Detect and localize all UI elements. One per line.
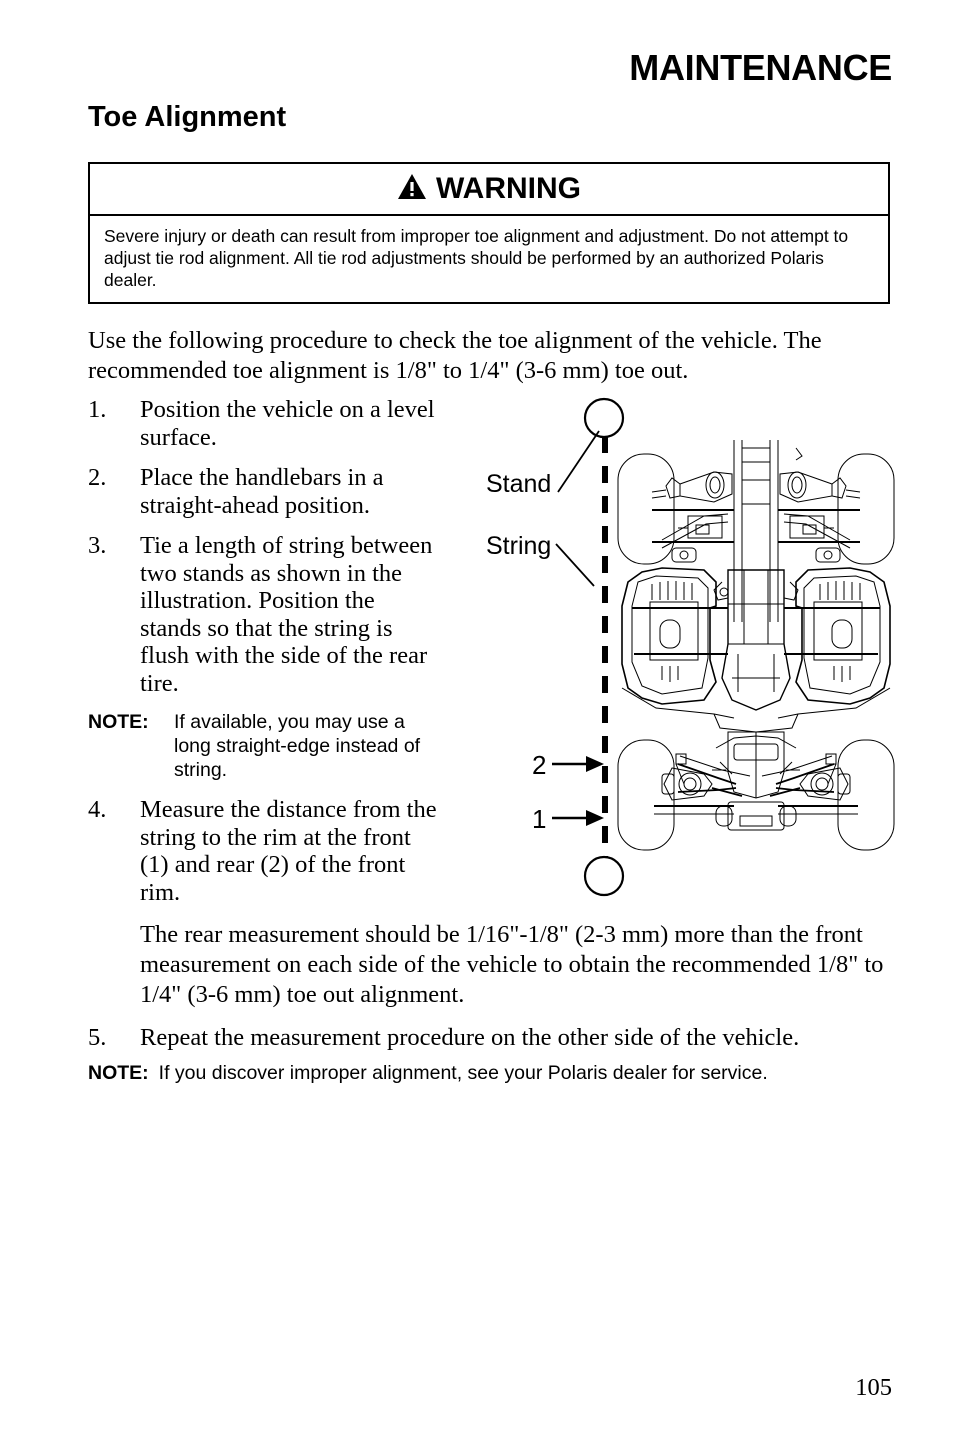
note-block: NOTE: If you discover improper alignment… bbox=[88, 1061, 888, 1085]
note-text: If available, you may use a long straigh… bbox=[174, 711, 421, 781]
note-text: If you discover improper alignment, see … bbox=[158, 1062, 768, 1084]
list-item-text: Tie a length of string between two stand… bbox=[140, 532, 433, 697]
note-label: NOTE: bbox=[88, 711, 149, 733]
front-left-tire bbox=[617, 739, 675, 851]
stand-label: Stand bbox=[486, 470, 551, 498]
list-item-number: 3. bbox=[88, 532, 107, 559]
warning-triangle-icon bbox=[397, 173, 427, 205]
callout-1-label: 1 bbox=[532, 804, 546, 834]
list-item-text: Place the handlebars in a straight-ahead… bbox=[140, 464, 384, 519]
list-item-number: 2. bbox=[88, 464, 107, 491]
stand-circle-top bbox=[583, 397, 625, 439]
front-right-tire bbox=[837, 739, 895, 851]
list-item-text: Position the vehicle on a level surface. bbox=[140, 396, 435, 451]
warning-box: WARNING Severe injury or death can resul… bbox=[88, 162, 890, 304]
list-item-number: 1. bbox=[88, 396, 107, 423]
toe-alignment-illustration: Stand String 2 1 bbox=[466, 392, 906, 912]
list-item: 1. Position the vehicle on a level surfa… bbox=[88, 396, 440, 451]
warning-header: WARNING bbox=[90, 164, 888, 216]
string-leader-line bbox=[555, 543, 595, 587]
procedure-list-narrow: 1. Position the vehicle on a level surfa… bbox=[88, 396, 440, 919]
note-label: NOTE: bbox=[88, 1062, 149, 1084]
intro-paragraph: Use the following procedure to check the… bbox=[88, 327, 822, 384]
chapter-title: MAINTENANCE bbox=[629, 47, 892, 88]
note-block: NOTE: If available, you may use a long s… bbox=[88, 710, 440, 782]
callout-2-arrow-head bbox=[586, 756, 604, 772]
stand-circle-bottom bbox=[583, 855, 625, 897]
stand-leader-line bbox=[557, 430, 600, 493]
callout-2-label: 2 bbox=[532, 750, 546, 780]
page-number: 105 bbox=[855, 1374, 892, 1401]
warning-body-text: Severe injury or death can result from i… bbox=[104, 226, 849, 290]
list-item: 2. Place the handlebars in a straight-ah… bbox=[88, 464, 440, 519]
callout-1-arrow-head bbox=[586, 810, 604, 826]
warning-label: WARNING bbox=[436, 172, 581, 205]
step4-continued-text: The rear measurement should be 1/16"-1/8… bbox=[140, 921, 884, 1008]
list-item: 4. Measure the distance from the string … bbox=[88, 796, 440, 906]
list-item: 5. Repeat the measurement procedure on t… bbox=[88, 1023, 888, 1053]
list-item: 3. Tie a length of string between two st… bbox=[88, 532, 440, 697]
procedure-list-wide: The rear measurement should be 1/16"-1/8… bbox=[88, 920, 888, 1099]
page-title: Toe Alignment bbox=[88, 101, 287, 133]
list-item-text: Repeat the measurement procedure on the … bbox=[140, 1024, 800, 1051]
list-item-text: Measure the distance from the string to … bbox=[140, 796, 437, 906]
list-item-number: 5. bbox=[88, 1024, 107, 1051]
list-item-number: 4. bbox=[88, 796, 107, 823]
string-label: String bbox=[486, 532, 551, 560]
